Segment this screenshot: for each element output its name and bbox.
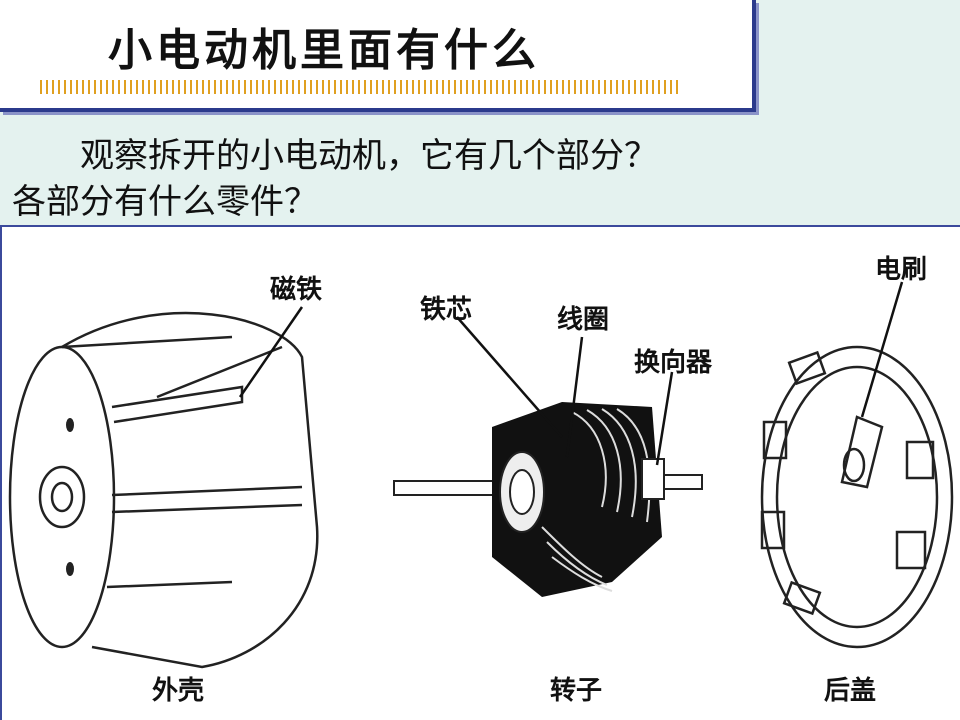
rotor-drawing <box>393 402 703 597</box>
magnet-leader-line <box>238 306 304 398</box>
label-brush: 电刷 <box>875 255 928 285</box>
title-underline <box>40 80 680 94</box>
back-cover-drawing <box>760 345 954 649</box>
question-line-2: 各部分有什么零件？ <box>12 182 318 222</box>
label-rotor: 转子 <box>550 676 603 706</box>
question-line-1: 观察拆开的小电动机，它有几个部分？ <box>80 136 658 176</box>
label-magnet: 磁铁 <box>270 275 323 305</box>
label-iron-core: 铁芯 <box>420 295 473 325</box>
label-housing: 外壳 <box>152 676 205 706</box>
label-back-cover: 后盖 <box>824 676 877 706</box>
slide-title: 小电动机里面有什么 <box>108 25 540 76</box>
label-coil: 线圈 <box>557 305 610 335</box>
motor-diagram: 磁铁 铁芯 线圈 换向器 电刷 外壳 转子 后盖 <box>0 225 960 720</box>
motor-parts-illustration <box>8 281 954 669</box>
question-block: 观察拆开的小电动机，它有几个部分？ 各部分有什么零件？ <box>0 116 960 226</box>
brush-leader-line <box>860 281 904 418</box>
coil-leader-line <box>565 336 584 458</box>
commutator-leader-line <box>655 371 674 466</box>
housing-drawing <box>8 311 319 669</box>
label-commutator: 换向器 <box>634 348 713 378</box>
title-box: 小电动机里面有什么 <box>0 0 756 112</box>
iron-core-leader-line <box>456 316 563 438</box>
